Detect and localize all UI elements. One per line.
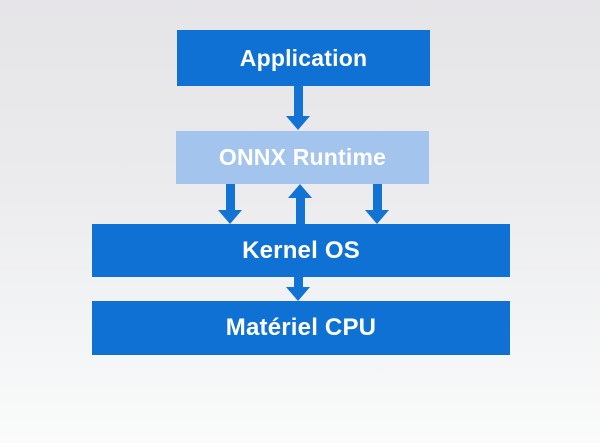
arrow-stem <box>293 85 303 117</box>
arrow-head-down-icon <box>286 287 310 301</box>
arrow-kernel-os-to-onnx-runtime-up <box>288 184 312 224</box>
arrow-onnx-runtime-to-kernel-os-right <box>365 184 389 224</box>
arrow-application-to-onnx-runtime <box>286 85 310 130</box>
box-kernel-os: Kernel OS <box>92 224 510 277</box>
box-application: Application <box>177 30 430 86</box>
arrow-kernel-os-to-materiel-cpu <box>286 277 310 301</box>
box-onnx-runtime-label: ONNX Runtime <box>218 144 387 170</box>
box-materiel-cpu: Matériel CPU <box>92 301 510 355</box>
arrow-head-down-icon <box>365 210 389 224</box>
box-materiel-cpu-label: Matériel CPU <box>225 314 377 341</box>
arrow-head-down-icon <box>218 210 242 224</box>
arrow-stem <box>372 184 382 211</box>
arrow-head-up-icon <box>288 184 312 198</box>
box-kernel-os-label: Kernel OS <box>242 236 360 264</box>
box-onnx-runtime: ONNX Runtime <box>176 131 429 184</box>
arrow-head-down-icon <box>286 116 310 130</box>
arrow-stem <box>225 184 235 211</box>
arrow-stem <box>293 277 303 288</box>
arrow-onnx-runtime-to-kernel-os-left <box>218 184 242 224</box>
arrow-stem <box>295 197 305 224</box>
box-application-label: Application <box>239 44 368 71</box>
